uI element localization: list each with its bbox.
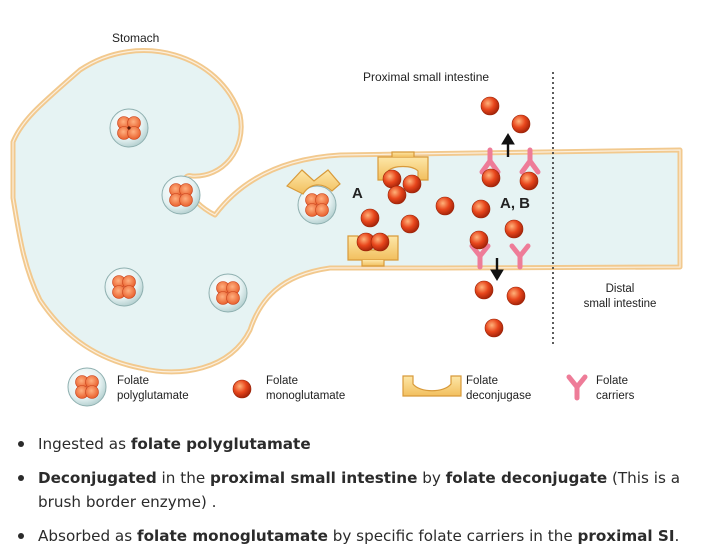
bullet-item: Ingested as folate polyglutamate [14,432,694,456]
monoglutamate-particle [382,169,402,189]
distal-label-line2: small intestine [584,298,657,310]
polyglutamate-particle [104,267,144,307]
monoglutamate-particle [469,230,489,250]
monoglutamate-particle [519,171,539,191]
bullet-item: Deconjugated in the proximal small intes… [14,466,694,514]
svg-text:polyglutamate: polyglutamate [117,390,189,402]
folate-carrier [479,147,501,175]
deconjugase-enzyme [286,169,341,195]
polyglutamate-particle [161,175,201,215]
bullet-text: Deconjugated in the proximal small intes… [38,469,681,511]
bullet-text: Absorbed as folate monoglutamate by spec… [38,527,680,545]
gut-organ [10,48,683,375]
polyglutamate-particle [297,185,337,225]
svg-text:Folate: Folate [266,375,298,387]
folate-absorption-diagram: Stomach Proximal small intestine Distal … [10,31,683,407]
svg-text:Folate: Folate [466,375,498,387]
monoglutamate-particle [474,280,494,300]
legend-item-deconjugase: Folate deconjugase [402,375,531,402]
folate-carrier [519,147,541,175]
monoglutamate-particles [356,96,539,338]
monoglutamate-icon [232,379,252,399]
summary-bullet-list: Ingested as folate polyglutamate Deconju… [14,432,694,558]
legend: Folate polyglutamate Folate monoglutamat… [67,367,635,407]
carrier-icon [566,374,588,401]
monoglutamate-particle [400,214,420,234]
monoglutamate-particle [387,185,407,205]
svg-text:carriers: carriers [596,390,635,402]
monoglutamate-particle [504,219,524,239]
folate-carriers [469,147,541,270]
polyglutamate-particle [208,273,248,313]
svg-text:deconjugase: deconjugase [466,390,531,402]
polyglutamate-particles [104,108,337,313]
polyglutamate-icon [67,367,107,407]
monoglutamate-particle [471,199,491,219]
marker-ab-label: A, B [500,195,530,212]
monoglutamate-particle [484,318,504,338]
svg-text:Folate: Folate [596,375,628,387]
legend-item-polyglutamate: Folate polyglutamate [67,367,189,407]
svg-text:Folate: Folate [117,375,149,387]
folate-carrier [469,243,491,270]
proximal-label: Proximal small intestine [363,70,489,84]
folate-carrier [509,243,531,270]
marker-a-label: A [352,185,363,202]
legend-item-carrier: Folate carriers [566,374,635,402]
bullet-text: Ingested as folate polyglutamate [38,435,311,453]
monoglutamate-particle [370,232,390,252]
monoglutamate-particle [480,96,500,116]
deconjugase-enzymes [286,151,429,267]
monoglutamate-particle [506,286,526,306]
monoglutamate-particle [481,168,501,188]
bullet-item: Absorbed as folate monoglutamate by spec… [14,524,694,548]
monoglutamate-particle [402,174,422,194]
transport-arrows [490,133,515,281]
legend-item-monoglutamate: Folate monoglutamate [232,375,345,402]
monoglutamate-particle [511,114,531,134]
svg-text:monoglutamate: monoglutamate [266,390,345,402]
stomach-label: Stomach [112,31,159,45]
deconjugase-icon [402,375,462,397]
monoglutamate-particle [435,196,455,216]
monoglutamate-particle [360,208,380,228]
distal-label-line1: Distal [606,283,635,295]
polyglutamate-particle [109,108,149,148]
